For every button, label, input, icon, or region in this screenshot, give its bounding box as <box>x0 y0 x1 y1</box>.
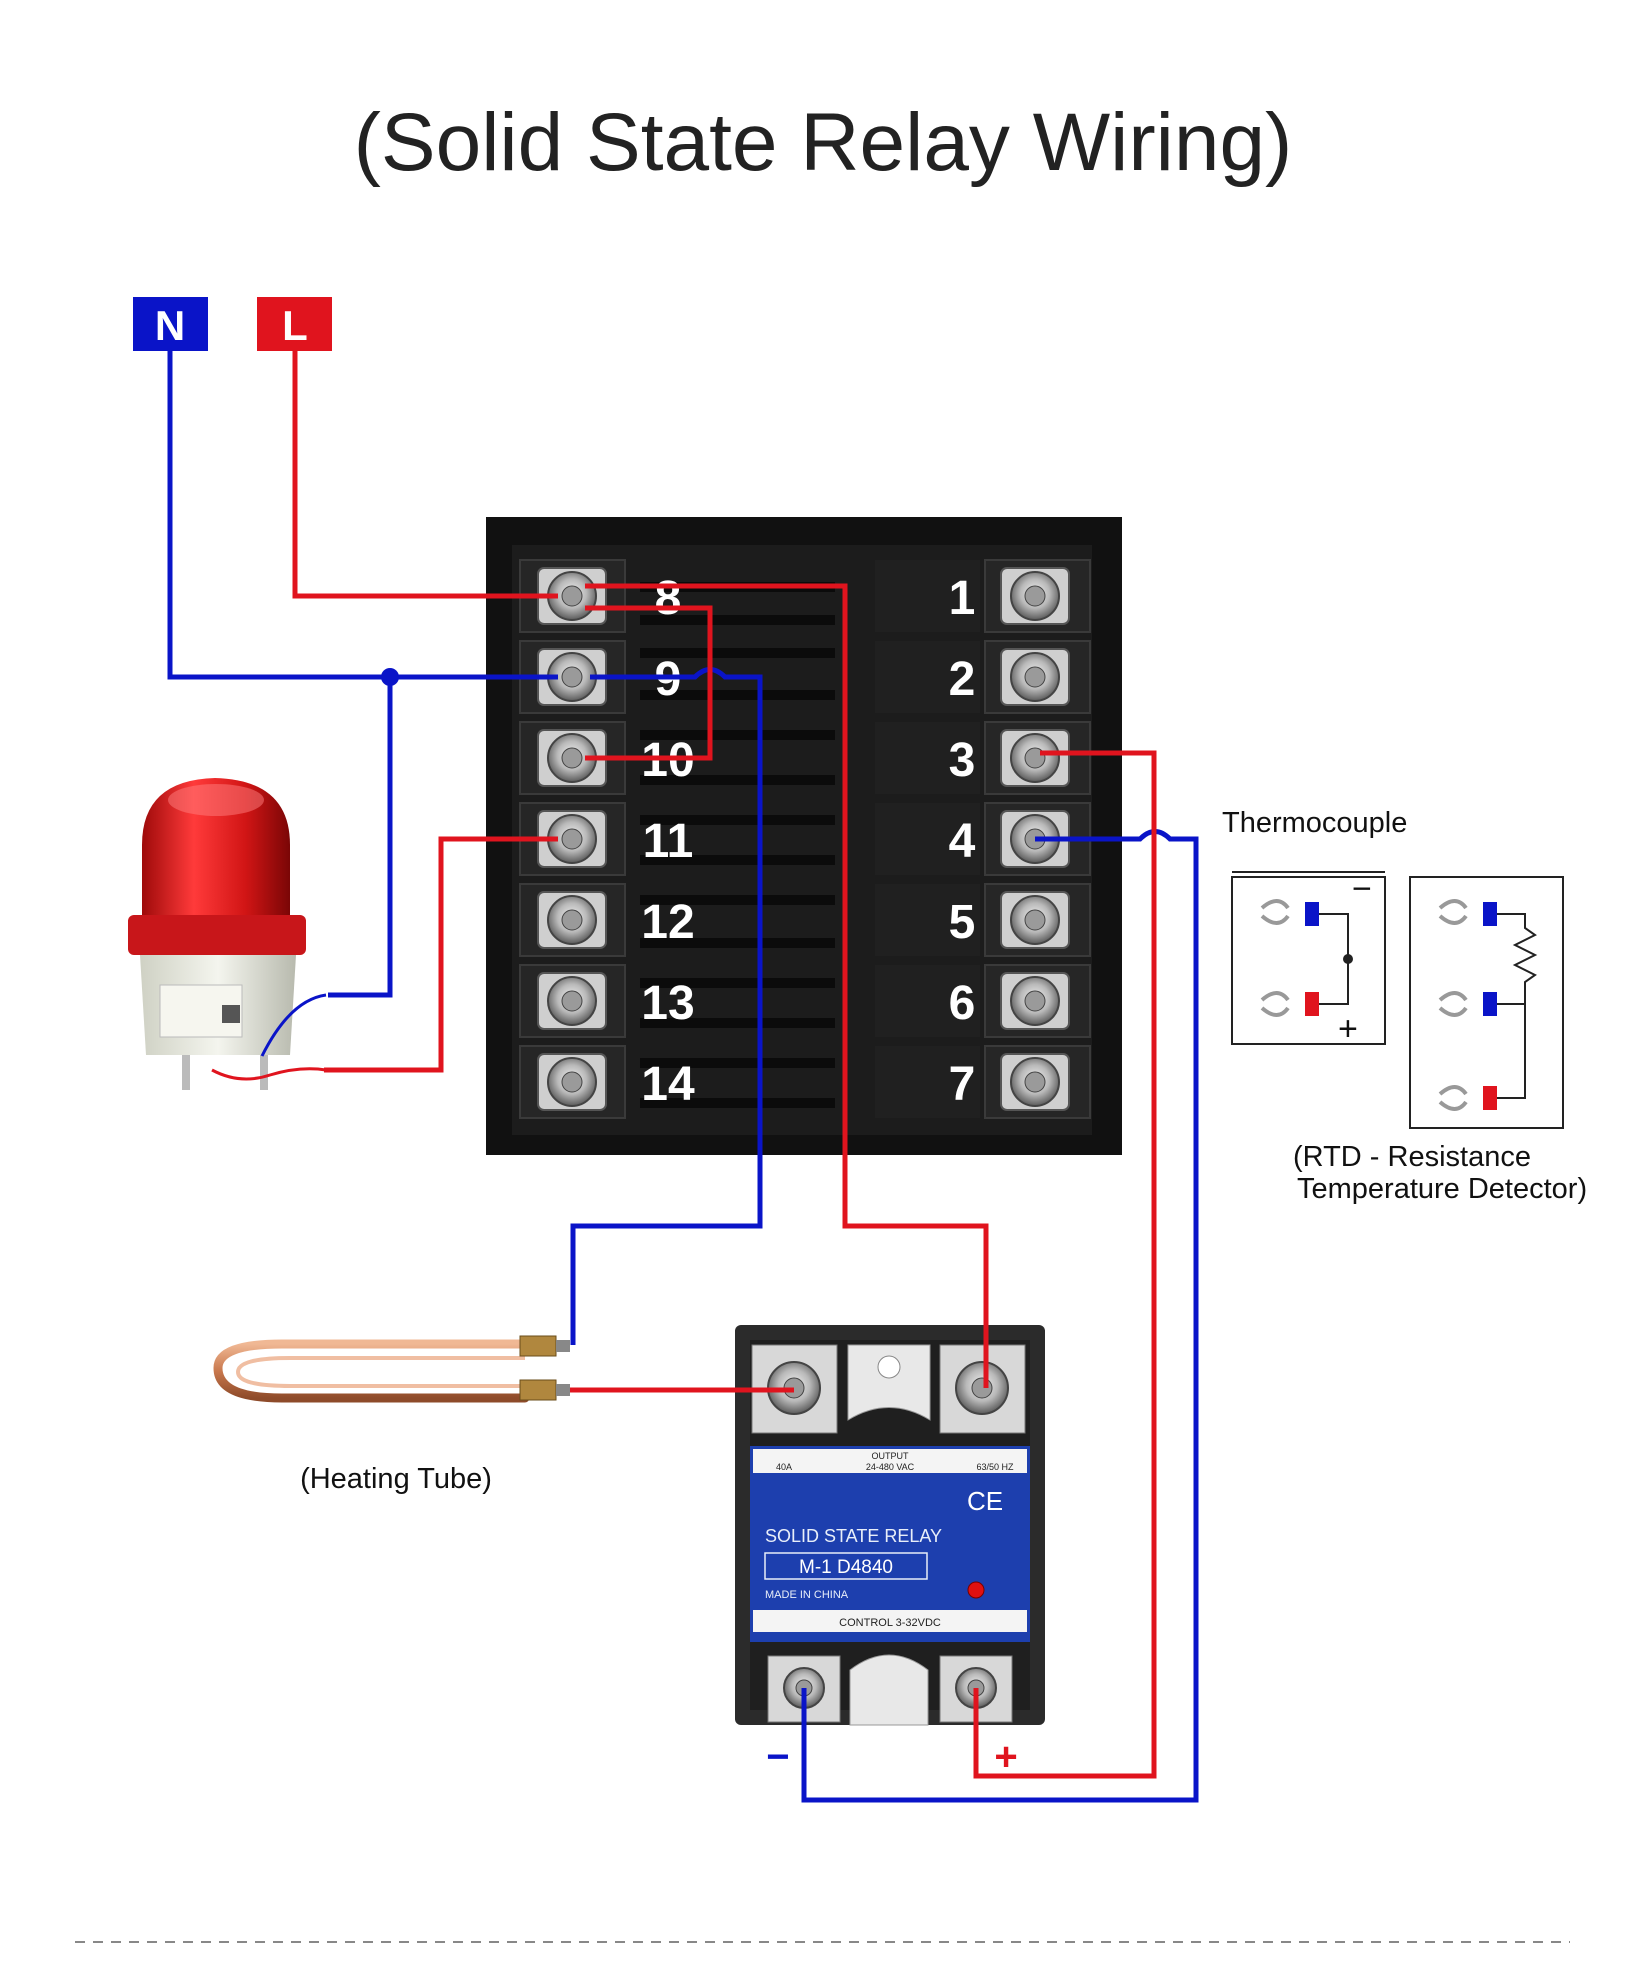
ssr-output-label: OUTPUT <box>872 1451 910 1461</box>
ssr-indicator-led <box>967 1581 985 1599</box>
ssr-origin: MADE IN CHINA <box>765 1589 849 1601</box>
rtd-label-line1: (RTD - Resistance <box>1293 1141 1531 1173</box>
terminal-number-8: 8 <box>655 572 682 625</box>
ce-mark: CE <box>967 1486 1003 1516</box>
ssr-frequency: 63/50 HZ <box>976 1462 1014 1472</box>
neutral-wire-9-to-heater <box>570 667 763 1345</box>
temperature-controller: 8 9 10 11 12 13 14 1 2 3 4 5 6 7 <box>486 517 1122 1155</box>
line-terminal-badge: L <box>257 297 332 351</box>
screw-terminal <box>1000 1053 1070 1111</box>
terminal-number-7: 7 <box>949 1058 976 1111</box>
ssr-current: 40A <box>776 1462 792 1472</box>
ssr-title: SOLID STATE RELAY <box>765 1526 942 1546</box>
ssr-output-rating: 24-480 VAC <box>866 1462 915 1472</box>
terminal-number-6: 6 <box>949 977 976 1030</box>
neutral-wiring <box>167 351 1199 1803</box>
solid-state-relay: OUTPUT 40A 24-480 VAC 63/50 HZ CE SOLID … <box>735 1325 1045 1779</box>
rtd-label-line2: Temperature Detector) <box>1297 1173 1587 1205</box>
ssr-plus-sign: + <box>994 1735 1017 1779</box>
screw-terminal <box>537 810 607 868</box>
wire-terminal-8-to-ssr <box>585 583 989 1388</box>
thermocouple-plus: + <box>1338 1010 1358 1048</box>
neutral-wire-to-lamp <box>328 677 393 998</box>
ssr-model: M-1 D4840 <box>799 1557 893 1578</box>
controller-vents <box>640 582 835 1108</box>
terminal-number-5: 5 <box>949 896 976 949</box>
lamp-lead-blue <box>260 993 327 1057</box>
thermocouple-minus: − <box>1352 870 1372 908</box>
wire-terminal-3-to-ssr-plus <box>973 750 1157 1779</box>
screw-terminal <box>1000 567 1070 625</box>
thermocouple-symbol: − + <box>1231 870 1386 1048</box>
terminal-number-2: 2 <box>949 653 976 706</box>
screw-terminal <box>537 1053 607 1111</box>
screw-terminal <box>537 891 607 949</box>
line-wire-to-terminal-8 <box>292 351 558 599</box>
neutral-label: N <box>155 302 185 349</box>
terminal-number-3: 3 <box>949 734 976 787</box>
right-screw-column <box>1000 567 1070 1111</box>
terminal-number-12: 12 <box>641 896 694 949</box>
alarm-lamp-icon <box>128 778 306 1090</box>
terminal-number-4: 4 <box>949 815 976 868</box>
line-label: L <box>282 302 308 349</box>
terminal-number-1: 1 <box>949 572 976 625</box>
ssr-control-rating: CONTROL 3-32VDC <box>839 1617 941 1629</box>
wire-terminal-11-to-lamp <box>324 836 558 1073</box>
heating-tube-icon <box>213 1335 570 1403</box>
screw-terminal <box>537 972 607 1030</box>
wire-terminal-4-to-ssr-minus <box>801 829 1199 1803</box>
screw-terminal <box>1000 729 1070 787</box>
screw-terminal <box>1000 891 1070 949</box>
line-wiring <box>292 351 1157 1779</box>
terminal-number-11: 11 <box>643 815 694 868</box>
bridge-8-to-10 <box>585 605 713 761</box>
thermocouple-label: Thermocouple <box>1222 807 1407 839</box>
screw-terminal <box>1000 972 1070 1030</box>
neutral-junction-dot <box>381 668 399 686</box>
ssr-minus-sign: − <box>766 1735 789 1779</box>
terminal-number-14: 14 <box>641 1058 695 1111</box>
left-screw-column <box>537 567 607 1111</box>
rtd-symbol <box>1409 876 1564 1129</box>
neutral-terminal-badge: N <box>133 297 208 351</box>
page-title: (Solid State Relay Wiring) <box>354 97 1293 188</box>
lamp-lead-red <box>211 1067 327 1081</box>
neutral-wire-to-terminal-9 <box>167 351 558 680</box>
heating-tube-label: (Heating Tube) <box>300 1463 492 1495</box>
terminal-number-13: 13 <box>641 977 694 1030</box>
screw-terminal <box>537 729 607 787</box>
screw-terminal <box>1000 648 1070 706</box>
